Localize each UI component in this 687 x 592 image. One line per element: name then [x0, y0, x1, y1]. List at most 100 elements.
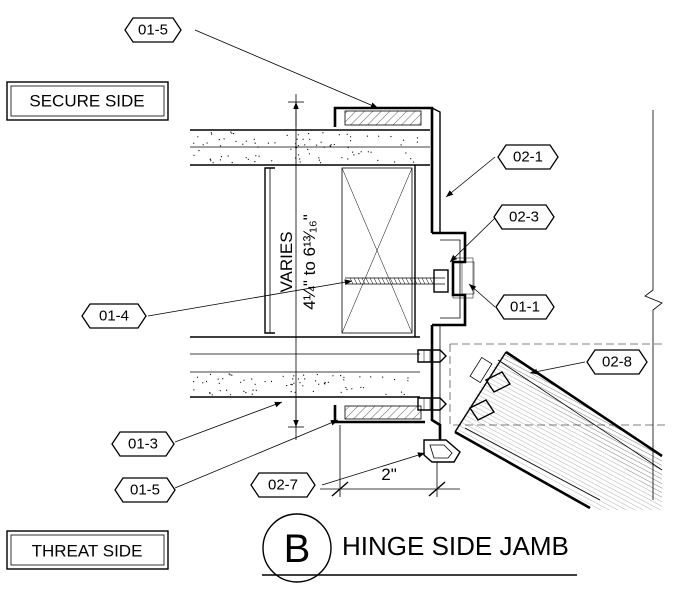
stipple-dot [252, 389, 254, 391]
stipple-dot [219, 145, 222, 147]
stipple-dot [231, 162, 233, 164]
stipple-dot [377, 159, 379, 161]
stipple-dot [343, 376, 345, 378]
stipple-dot [360, 151, 362, 153]
stipple-dot [362, 387, 365, 389]
stipple-dot [193, 381, 195, 383]
stipple-dot [359, 376, 361, 378]
stipple-dot [196, 376, 199, 378]
stipple-dot [302, 385, 304, 387]
stipple-dot [292, 378, 294, 380]
stipple-dot [394, 379, 396, 381]
stipple-dot [346, 133, 348, 135]
stipple-dot [315, 380, 317, 382]
bolt-thread-line [425, 277, 430, 285]
stipple-dot [378, 135, 380, 137]
detail-letter: B [284, 527, 311, 571]
stipple-dot [297, 145, 299, 147]
anchor-screws [417, 349, 447, 411]
stipple-dot [254, 161, 256, 163]
frame-width-dimension: 2" [320, 425, 460, 497]
stipple-dot [290, 391, 292, 393]
stipple-dot [228, 373, 230, 375]
stipple-dot [209, 373, 212, 375]
bolt-thread-line [401, 277, 406, 285]
bolt-thread-line [409, 277, 414, 285]
stipple-dot [210, 160, 212, 162]
stipple-dot [219, 390, 221, 392]
stipple-dot [209, 158, 211, 160]
reference-tags: 01-5 02-1 02-3 01-4 01-1 02-8 01-3 02-7 … [81, 17, 648, 503]
gypsum-stipple-top [193, 131, 419, 164]
bolt-thread-line [397, 277, 402, 285]
tag-01-1-label: 01-1 [510, 299, 540, 316]
stipple-dot [346, 388, 348, 391]
stipple-dot [316, 144, 318, 146]
stipple-dot [322, 132, 324, 134]
stipple-dot [229, 394, 232, 396]
stipple-dot [307, 148, 309, 150]
stipple-dot [227, 155, 229, 157]
stipple-dot [210, 132, 212, 134]
stipple-dot [382, 376, 384, 378]
stipple-dot [350, 140, 352, 142]
stipple-dot [407, 377, 409, 379]
stipple-dot [258, 155, 260, 157]
stipple-dot [400, 144, 402, 146]
stipple-dot [202, 144, 204, 146]
stipple-dot [267, 142, 269, 144]
stipple-dot [350, 136, 352, 138]
stipple-dot [255, 389, 257, 391]
stipple-dot [318, 383, 320, 385]
stipple-dot [286, 385, 288, 387]
stipple-dot [316, 373, 318, 376]
bolt-thread-line [385, 277, 390, 285]
bolt-thread-line [393, 277, 398, 285]
stipple-dot [416, 141, 418, 143]
stipple-dot [251, 378, 253, 380]
tag-01-3-label: 01-3 [128, 436, 158, 453]
stipple-dot [299, 382, 301, 384]
stipple-dot [308, 133, 310, 135]
stipple-dot [240, 381, 242, 383]
bolt-thread-line [389, 277, 394, 285]
stipple-dot [327, 381, 329, 383]
stipple-dot [230, 131, 232, 133]
tag-02-1-label: 02-1 [513, 149, 543, 166]
tag-01-3: 01-3 [111, 431, 175, 457]
tag-01-5-top: 01-5 [124, 17, 182, 43]
stipple-dot [347, 158, 349, 160]
stipple-dot [231, 374, 233, 376]
tag-01-5-bottom-label: 01-5 [130, 482, 160, 499]
stipple-dot [403, 393, 405, 395]
stipple-dot [290, 148, 292, 150]
through-bolt [345, 269, 449, 293]
detail-title: HINGE SIDE JAMB [342, 531, 569, 561]
stipple-dot [242, 143, 244, 145]
tag-01-5-bottom: 01-5 [114, 477, 176, 503]
door-leaf-open [454, 350, 663, 510]
bolt-thread-line [373, 277, 378, 285]
stipple-dot [209, 391, 211, 394]
stipple-dot [341, 157, 343, 159]
stipple-dot [254, 142, 256, 144]
stipple-dot [251, 393, 253, 395]
stipple-dot [410, 158, 412, 160]
stipple-dot [340, 391, 342, 393]
stipple-dot [193, 142, 195, 144]
stipple-dot [193, 389, 195, 391]
stipple-dot [218, 139, 220, 141]
hollow-metal-frame [333, 106, 475, 440]
stipple-dot [352, 151, 354, 153]
bolt-thread-line [365, 277, 370, 285]
stipple-dot [366, 135, 368, 137]
stipple-dot [332, 375, 334, 377]
stipple-dot [360, 386, 362, 388]
stipple-dot [264, 380, 266, 383]
stipple-dot [270, 380, 273, 382]
stipple-dot [202, 382, 204, 384]
stipple-dot [405, 152, 407, 154]
stipple-dot [297, 154, 300, 156]
tag-02-7-label: 02-7 [268, 477, 298, 494]
stipple-dot [245, 392, 247, 394]
